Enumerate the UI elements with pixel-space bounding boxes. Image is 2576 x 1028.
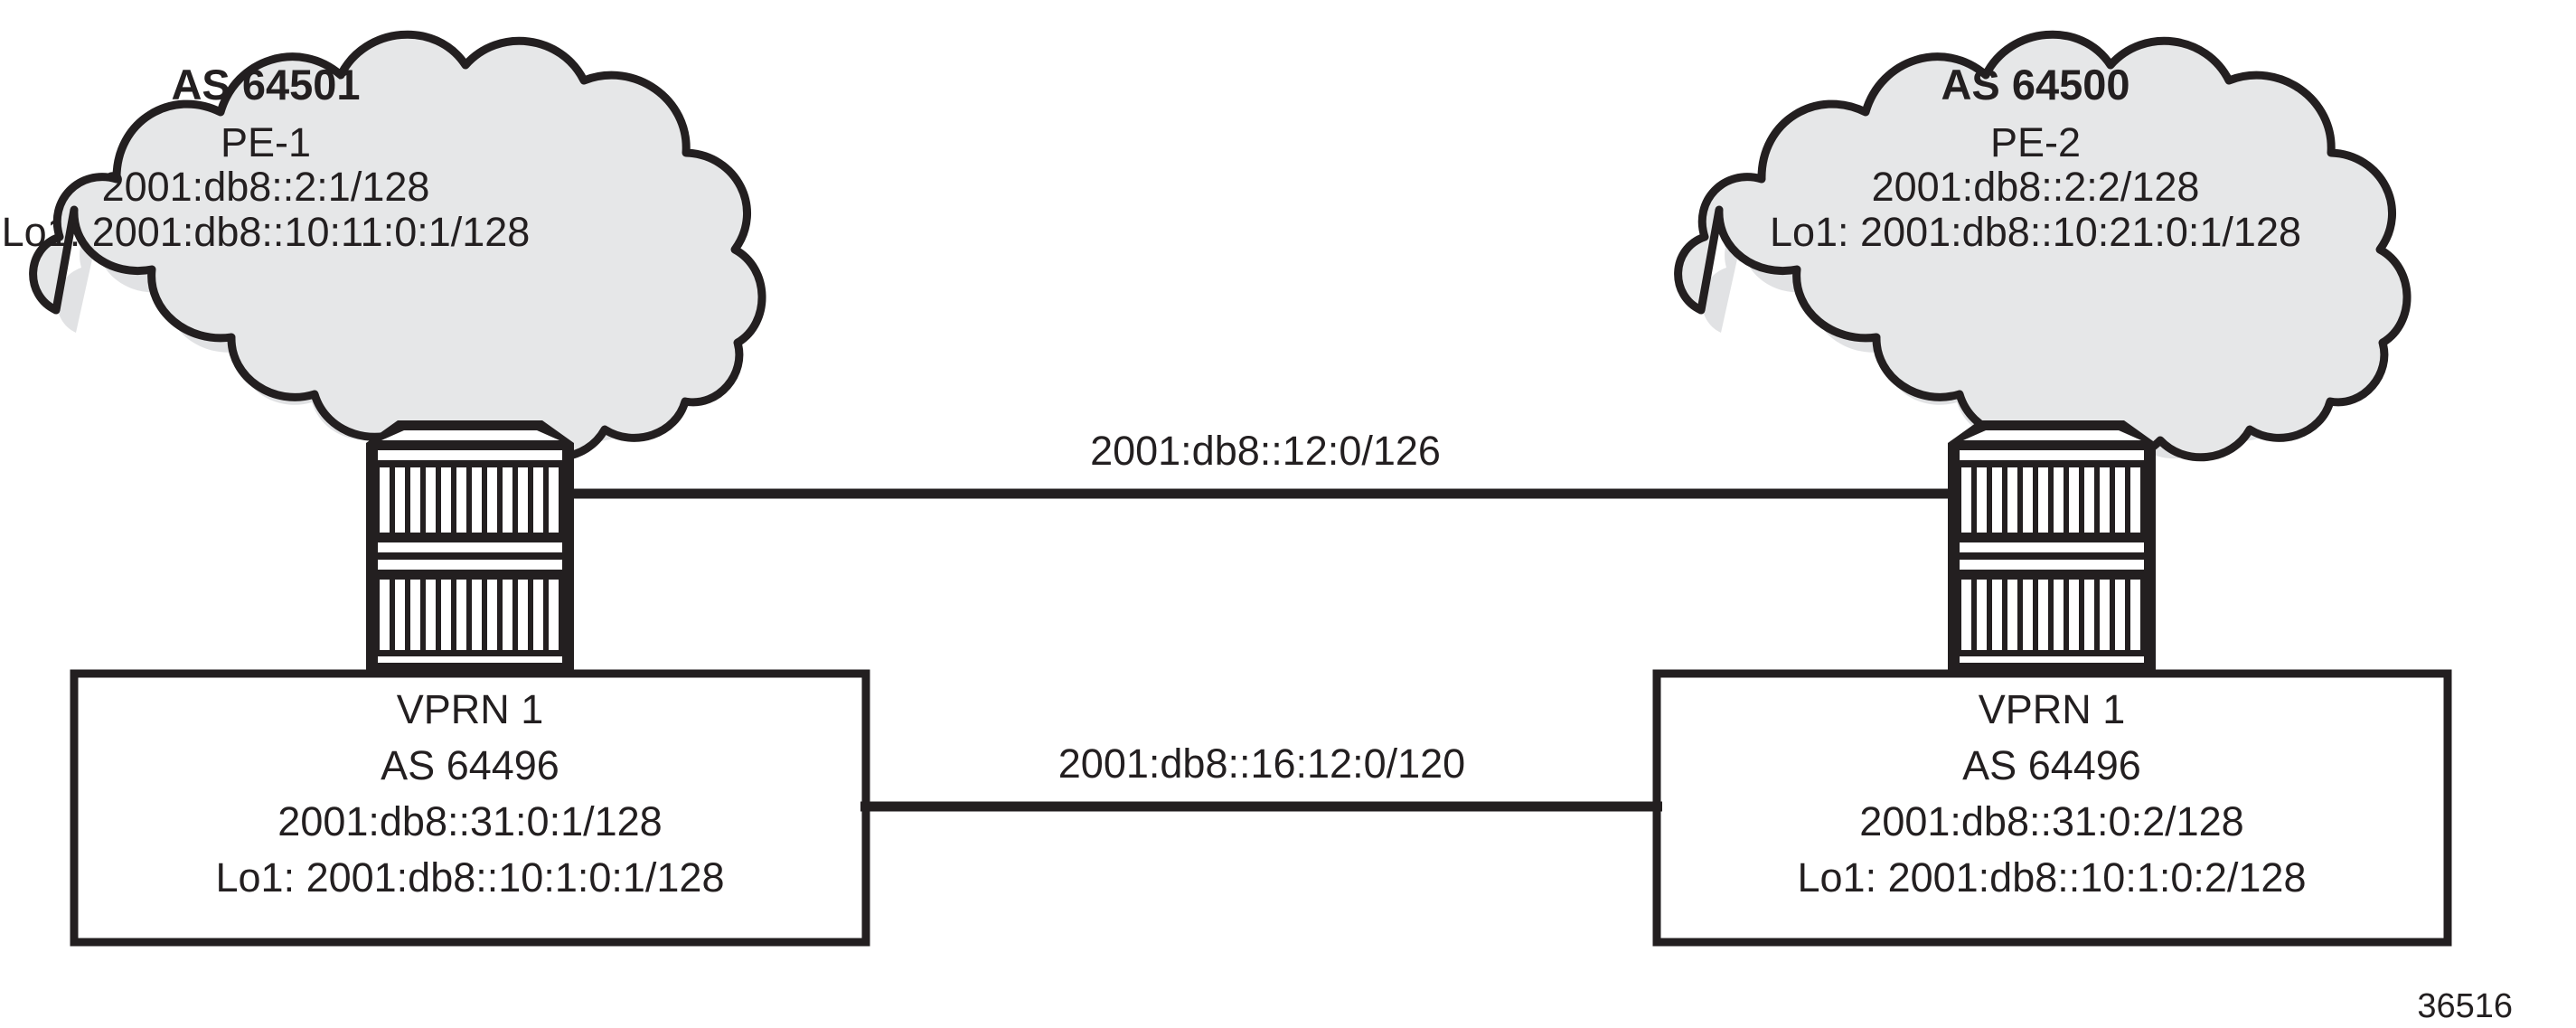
left-vprn-box: VPRN 1 AS 64496 2001:db8::31:0:1/128 Lo1… <box>70 669 870 947</box>
left-cloud-loopback: Lo1: 2001:db8::10:11:0:1/128 <box>2 209 531 255</box>
left-vprn-box-rect <box>70 669 870 947</box>
left-vprn-title: VPRN 1 <box>397 686 544 732</box>
left-provider-cloud: AS 64501 PE-1 2001:db8::2:1/128 Lo1: 200… <box>2 30 766 464</box>
right-vprn-address: 2001:db8::31:0:2/128 <box>1859 798 2243 844</box>
left-vprn-address: 2001:db8::31:0:1/128 <box>277 798 662 844</box>
right-vprn-title: VPRN 1 <box>1979 686 2126 732</box>
left-cloud-outline <box>29 30 766 464</box>
right-cloud-system-address: 2001:db8::2:2/128 <box>1872 164 2200 210</box>
right-vprn-loopback: Lo1: 2001:db8::10:1:0:2/128 <box>1797 854 2306 901</box>
pe-to-pe-link-label: 2001:db8::12:0/126 <box>1090 428 1441 474</box>
right-cloud-node-label: PE-2 <box>1990 119 2081 165</box>
left-cloud-as-title: AS 64501 <box>171 61 360 108</box>
right-vprn-box-rect <box>1652 669 2452 947</box>
figure-id-label: 36516 <box>2417 987 2513 1025</box>
right-cloud-loopback: Lo1: 2001:db8::10:21:0:1/128 <box>1770 209 2301 255</box>
right-cloud-outline <box>1674 30 2411 464</box>
left-cloud-node-label: PE-1 <box>221 119 311 165</box>
left-vprn-loopback: Lo1: 2001:db8::10:1:0:1/128 <box>215 854 724 901</box>
right-vprn-as-number: AS 64496 <box>1962 742 2141 788</box>
right-vprn-box: VPRN 1 AS 64496 2001:db8::31:0:2/128 Lo1… <box>1652 669 2452 947</box>
right-router-icon <box>1948 420 2156 673</box>
left-cloud-system-address: 2001:db8::2:1/128 <box>102 164 430 210</box>
vprn-to-vprn-link-label: 2001:db8::16:12:0/120 <box>1058 740 1465 787</box>
right-provider-cloud: AS 64500 PE-2 2001:db8::2:2/128 Lo1: 200… <box>1674 30 2411 464</box>
right-cloud-as-title: AS 64500 <box>1941 61 2129 108</box>
left-vprn-as-number: AS 64496 <box>381 742 559 788</box>
left-router-icon <box>366 420 574 673</box>
